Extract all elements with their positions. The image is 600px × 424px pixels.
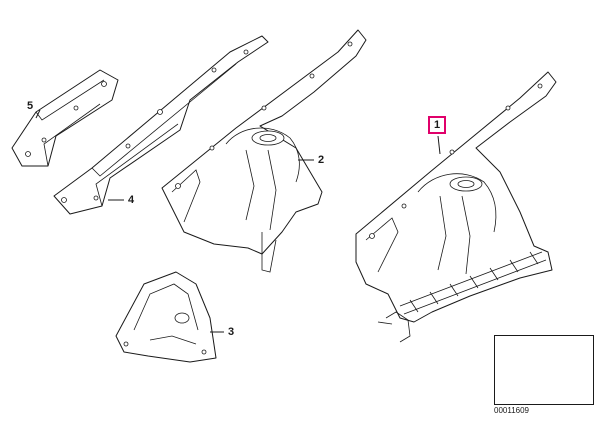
- leader-1: [437, 135, 441, 155]
- vehicle-thumbnail-frame: [494, 335, 594, 405]
- callout-part-5[interactable]: 5: [27, 100, 34, 112]
- part-4-rail[interactable]: [53, 35, 269, 215]
- part-3-panel[interactable]: [115, 271, 217, 363]
- part-5-bracket[interactable]: [11, 69, 119, 167]
- part-2-wheel-arch[interactable]: [161, 29, 367, 273]
- part-1-assembly[interactable]: [355, 71, 557, 343]
- callout-part-4[interactable]: 4: [128, 194, 135, 206]
- callout-part-1[interactable]: 1: [428, 116, 447, 134]
- drawing-number: 00011609: [494, 406, 529, 415]
- leader-5: [35, 109, 41, 119]
- callout-part-2[interactable]: 2: [318, 154, 325, 166]
- callout-part-3[interactable]: 3: [228, 326, 235, 338]
